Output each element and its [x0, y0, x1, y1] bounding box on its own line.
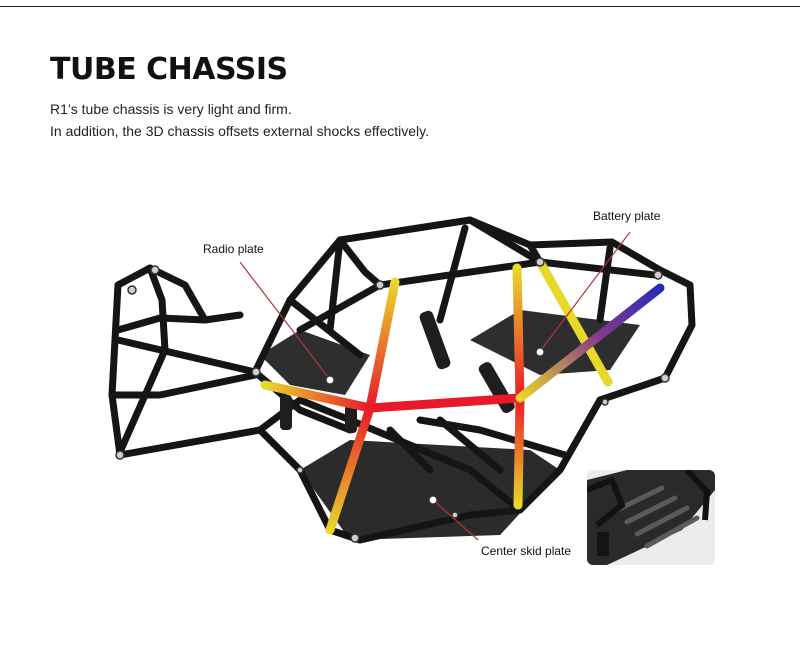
highlighted-tubes	[260, 257, 665, 535]
highlight-right-lower	[513, 393, 525, 510]
radio-plate-label: Radio plate	[203, 242, 264, 256]
chassis-illustration	[108, 216, 696, 544]
description-line-1: R1’s tube chassis is very light and firm…	[50, 101, 292, 117]
joint-bolts	[115, 257, 670, 543]
highlight-battery-diagonal-b	[515, 283, 665, 403]
description-line-2: In addition, the 3D chassis offsets exte…	[50, 123, 429, 139]
battery-plate-leader	[540, 231, 631, 351]
skid-plate-marker	[428, 495, 438, 505]
highlight-center-bar	[365, 393, 525, 413]
callout-markers	[325, 347, 545, 505]
highlight-right-upright	[512, 263, 525, 403]
description: R1’s tube chassis is very light and firm…	[50, 98, 429, 142]
highlight-left-upright	[365, 277, 400, 413]
top-divider	[0, 6, 800, 7]
center-skid-plate-label: Center skid plate	[481, 544, 572, 558]
battery-plate-marker	[535, 347, 545, 357]
skid-plate-leader	[432, 499, 479, 541]
radio-plate	[260, 330, 370, 395]
radio-plate-leader	[239, 261, 329, 378]
skid-plate-closeup-image	[587, 470, 715, 565]
callout-leaders	[239, 231, 631, 541]
page-title: TUBE CHASSIS	[50, 52, 288, 87]
skid-plate-closeup	[587, 470, 715, 565]
highlight-battery-diagonal-a	[535, 257, 613, 387]
highlight-left-arm	[260, 380, 375, 413]
battery-plate-label: Battery plate	[593, 209, 661, 223]
highlight-left-lower	[325, 403, 375, 535]
radio-plate-marker	[325, 375, 335, 385]
